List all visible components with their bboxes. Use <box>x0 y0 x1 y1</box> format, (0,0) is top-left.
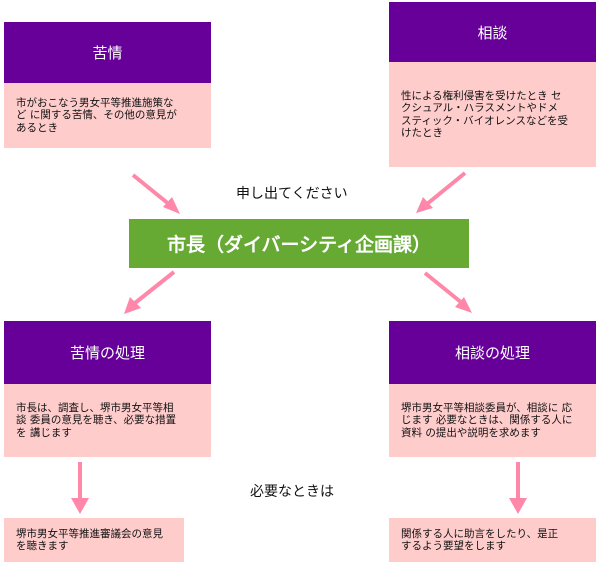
arrow-complaint-processing-down <box>71 462 89 514</box>
complaint-followup-box: 堺市男女平等推進審議会の意見 を聴きます <box>4 518 184 562</box>
arrow-consultation-processing-down <box>509 462 527 514</box>
consultation-processing-body: 堺市男女平等相談委員が、相談に 応じます 必要なときは、関係する人に資料 の提出… <box>389 384 596 457</box>
consultation-body-text: 性による権利侵害を受けたとき セクシュアル・ハラスメントやドメ スティック・バイ… <box>401 89 568 140</box>
complaint-processing-body-text: 市長は、調査し、堺市男女平等相 談 委員の意見を聴き、必要な措置を 講じます <box>16 401 177 439</box>
consultation-processing-body-text: 堺市男女平等相談委員が、相談に 応じます 必要なときは、関係する人に資料 の提出… <box>401 401 573 439</box>
consultation-followup-text: 関係する人に助言をしたり、是正 するよう要望をします <box>401 527 559 553</box>
arrow-mayor-to-complaint-processing <box>124 270 176 314</box>
complaint-body: 市がおこなう男女平等推進施策など に関する苦情、その他の意見が あるとき <box>4 83 211 148</box>
consultation-title: 相談 <box>389 2 596 62</box>
arrow-consultation-to-mayor <box>416 171 467 213</box>
complaint-processing-body: 市長は、調査し、堺市男女平等相 談 委員の意見を聴き、必要な措置を 講じます <box>4 384 211 457</box>
arrow-complaint-to-mayor <box>131 173 180 214</box>
complaint-followup-text: 堺市男女平等推進審議会の意見 を聴きます <box>16 527 163 553</box>
consultation-body: 性による権利侵害を受けたとき セクシュアル・ハラスメントやドメ スティック・バイ… <box>389 62 596 167</box>
when-needed-label: 必要なときは <box>250 484 334 500</box>
mayor-label: 市長（ダイバーシティ企画課） <box>166 234 432 256</box>
consultation-followup-box: 関係する人に助言をしたり、是正 するよう要望をします <box>389 518 596 562</box>
mayor-box: 市長（ダイバーシティ企画課） <box>129 219 469 268</box>
consultation-box: 相談 性による権利侵害を受けたとき セクシュアル・ハラスメントやドメ スティック… <box>389 2 596 167</box>
arrow-mayor-to-consultation-processing <box>423 271 472 313</box>
complaint-body-text: 市がおこなう男女平等推進施策など に関する苦情、その他の意見が あるとき <box>16 96 177 134</box>
consultation-processing-title: 相談の処理 <box>389 321 596 384</box>
consultation-processing-box: 相談の処理 堺市男女平等相談委員が、相談に 応じます 必要なときは、関係する人に… <box>389 321 596 457</box>
complaint-processing-title: 苦情の処理 <box>4 321 211 384</box>
complaint-processing-box: 苦情の処理 市長は、調査し、堺市男女平等相 談 委員の意見を聴き、必要な措置を … <box>4 321 211 457</box>
complaint-title: 苦情 <box>4 22 211 83</box>
complaint-box: 苦情 市がおこなう男女平等推進施策など に関する苦情、その他の意見が あるとき <box>4 22 211 148</box>
submit-label: 申し出てください <box>236 186 348 202</box>
